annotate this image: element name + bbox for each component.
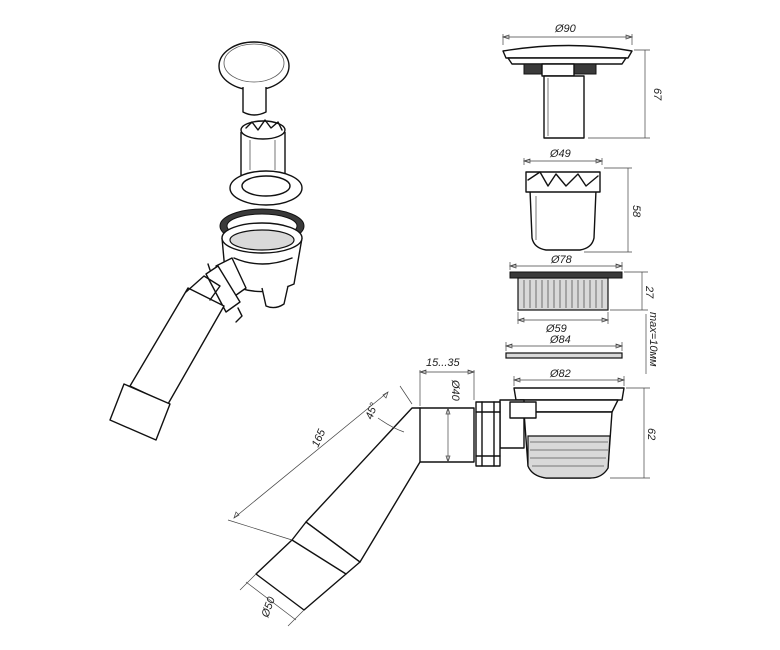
dim-d82: Ø82 <box>549 368 571 380</box>
dim-range: 15...35 <box>426 357 461 369</box>
outlet-pipe <box>109 275 225 441</box>
dim-max: max=10мм <box>647 312 659 367</box>
dim-d49: Ø49 <box>549 148 571 160</box>
siphon-side-view: Ø82 62 15...35 Ø40 45° 165 Ø50 <box>227 357 657 627</box>
basket-detail: Ø49 58 <box>522 148 642 253</box>
dim-h27: 27 <box>643 285 655 299</box>
dim-d40: Ø40 <box>449 379 461 402</box>
strainer-insert <box>240 119 286 181</box>
dim-h62: 62 <box>645 428 657 440</box>
dim-h67: 67 <box>651 88 663 101</box>
dim-h58: 58 <box>630 205 642 218</box>
plug-cap <box>218 41 290 116</box>
dim-d50: Ø50 <box>259 595 278 620</box>
dim-angle: 45° <box>364 401 381 421</box>
dim-d84: Ø84 <box>549 334 571 346</box>
flange-nut-detail: Ø78 27 Ø59 max=10мм <box>508 254 659 374</box>
washer-detail: Ø84 <box>504 334 624 359</box>
dim-d90: Ø90 <box>554 23 577 35</box>
dim-length: 165 <box>310 427 329 449</box>
isometric-assembly <box>109 41 305 441</box>
dim-d59: Ø59 <box>545 323 567 335</box>
siphon-body <box>205 222 303 323</box>
cap-detail: Ø90 67 <box>501 23 663 139</box>
dim-d78: Ø78 <box>550 254 573 266</box>
flange-ring <box>229 170 303 206</box>
